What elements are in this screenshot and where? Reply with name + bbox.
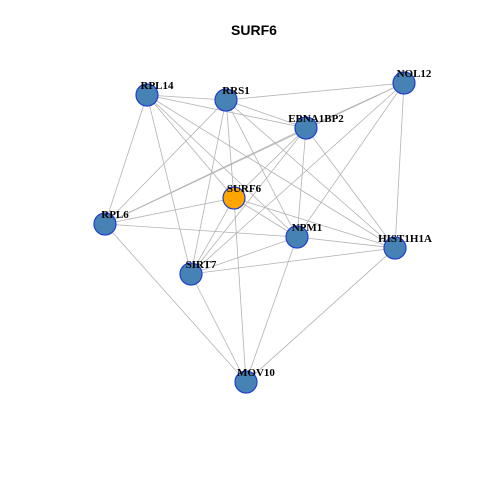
edge-nol12-sirt7	[190, 82, 405, 275]
graph-title: SURF6	[231, 22, 277, 38]
edge-sirt7-hist1h1a	[190, 247, 396, 275]
edge-surf6-mov10	[233, 197, 247, 383]
edge-ebna1bp2-npm1	[296, 127, 307, 238]
node-label-npm1: NPM1	[292, 222, 323, 234]
node-nol12	[392, 71, 416, 95]
node-label-mov10: MOV10	[237, 367, 275, 379]
edge-surf6-rpl14	[146, 94, 235, 199]
edge-rpl14-hist1h1a	[146, 94, 396, 249]
node-label-sirt7: SIRT7	[186, 259, 217, 271]
edge-rpl14-npm1	[146, 94, 298, 238]
node-label-hist1h1a: HIST1H1A	[378, 233, 432, 245]
edge-npm1-mov10	[245, 236, 298, 383]
node-label-ebna1bp2: EBNA1BP2	[288, 113, 344, 125]
edge-surf6-hist1h1a	[233, 197, 396, 249]
edge-rpl14-sirt7	[146, 94, 192, 275]
edge-surf6-ebna1bp2	[233, 127, 307, 199]
node-ebna1bp2	[294, 116, 318, 140]
node-npm1	[285, 225, 309, 249]
edge-rrs1-ebna1bp2	[225, 99, 307, 129]
edge-rrs1-npm1	[225, 99, 298, 238]
edge-npm1-sirt7	[190, 236, 298, 275]
node-label-surf6: SURF6	[227, 183, 262, 195]
label-layer: SURF6 RPL14 RRS1 NOL12EBNA1BP2RPL6NPM1HIST1…	[101, 68, 432, 379]
edge-ebna1bp2-hist1h1a	[305, 127, 396, 249]
edge-rrs1-nol12	[225, 82, 405, 101]
edge-rpl14-rrs1	[146, 94, 227, 101]
edge-nol12-npm1	[296, 82, 405, 238]
edge-ebna1bp2-sirt7	[190, 127, 307, 275]
edge-npm1-hist1h1a	[296, 236, 396, 249]
node-hist1h1a	[383, 236, 407, 260]
edge-rrs1-hist1h1a	[225, 99, 396, 249]
edge-hist1h1a-mov10	[245, 247, 396, 383]
node-surf6	[222, 186, 246, 210]
edge-surf6-rrs1	[225, 99, 235, 199]
edge-surf6-rpl6	[104, 197, 235, 225]
edge-surf6-npm1	[233, 197, 298, 238]
edge-rrs1-sirt7	[190, 99, 227, 275]
node-label-rpl6: RPL6	[101, 209, 129, 221]
edge-ebna1bp2-rpl6	[104, 127, 307, 225]
node-rpl14	[135, 83, 159, 107]
edge-nol12-hist1h1a	[394, 82, 405, 249]
node-rpl6	[93, 212, 117, 236]
edge-surf6-sirt7	[190, 197, 235, 275]
node-sirt7	[179, 262, 203, 286]
node-label-rrs1: RRS1	[222, 85, 250, 97]
node-rrs1	[214, 88, 238, 112]
edge-rpl6-mov10	[104, 223, 247, 383]
edge-rpl6-npm1	[104, 223, 298, 238]
node-label-nol12: NOL12	[397, 68, 432, 80]
node-mov10	[234, 370, 258, 394]
edge-sirt7-mov10	[190, 273, 247, 383]
edge-rrs1-rpl6	[104, 99, 227, 225]
node-layer	[93, 71, 416, 394]
edge-rpl14-rpl6	[104, 94, 148, 225]
edge-nol12-ebna1bp2	[305, 82, 405, 129]
node-label-rpl14: RPL14	[141, 80, 175, 92]
edge-layer	[104, 82, 405, 383]
